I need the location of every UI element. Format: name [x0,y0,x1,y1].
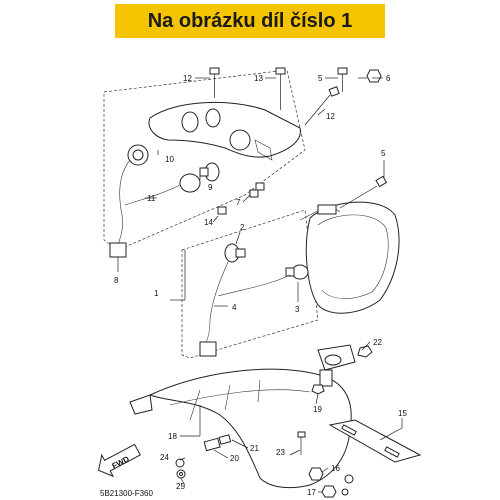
leader-lines [117,77,403,493]
reflector-20 [203,434,232,452]
callout-5-side: 5 [381,149,386,158]
bracket-hole-left [181,111,199,133]
callout-2: 2 [240,223,245,232]
fwd-arrow-icon [98,443,141,478]
license-bracket-15 [328,419,422,463]
washer-24 [175,458,185,468]
license-light-22 [317,344,356,387]
callout-23: 23 [276,448,285,457]
callout-1: 1 [154,289,159,298]
washer-near-16 [344,474,354,484]
grommet-7 [249,189,259,198]
grommet-14 [217,206,227,215]
callout-21: 21 [250,444,259,453]
callout-24: 24 [160,453,169,462]
callout-25: 25 [176,482,185,491]
callout-15: 15 [398,409,407,418]
bulb-3 [285,264,309,280]
callout-3: 3 [295,305,300,314]
callout-16: 16 [331,464,340,473]
connector-box [199,341,217,357]
callout-17: 17 [307,488,316,497]
bracket-tab [254,139,273,161]
tail-lamp-housing [305,201,400,314]
connector-8-box [109,242,127,258]
callout-6: 6 [386,74,391,83]
callout-4: 4 [232,303,237,312]
rear-fender [148,368,352,489]
part-number-banner: Na obrázku díl číslo 1 [115,4,385,38]
bulb-socket-11 [179,173,201,193]
bolt-23 [297,431,306,455]
callout-11: 11 [147,194,156,203]
callout-22: 22 [373,338,382,347]
callout-7: 7 [236,198,241,207]
lamp-mount-tab [317,204,337,215]
nut-6 [366,69,382,83]
callout-18: 18 [168,432,177,441]
callout-5-top: 5 [318,74,323,83]
callout-9: 9 [208,183,213,192]
callout-14: 14 [204,218,213,227]
bolt-12-top [209,67,220,98]
bracket-socket [229,129,251,151]
callout-20: 20 [230,454,239,463]
callout-12-side: 12 [326,112,335,121]
nut-19 [311,384,325,395]
washer-near-17 [341,488,349,496]
bulb-9 [199,162,220,182]
wire-harness-11 [117,159,131,246]
signal-bracket [148,101,301,158]
callout-8: 8 [114,276,119,285]
bolt-13-top [275,67,286,110]
bolt-12-side [304,86,340,126]
upper-assembly-outline [103,69,306,251]
callout-13: 13 [254,74,263,83]
bulb-2 [224,243,246,263]
bolt-5-side [339,175,388,209]
callout-19: 19 [313,405,322,414]
callout-labels: 1 2 3 4 5 5 6 7 8 9 10 11 12 12 13 14 15… [114,74,407,497]
fender-tab [129,394,153,415]
bracket-hole-mid [205,108,221,128]
wire-harness-4 [205,261,229,344]
callout-12-top: 12 [183,74,192,83]
lower-assembly-outline [181,209,319,359]
screw-22 [357,345,373,358]
nut-16 [308,467,324,481]
nut-17 [321,485,337,498]
drawing-code: 5B21300-F360 [100,489,153,498]
nut-25 [176,469,186,479]
bolt-5-top [337,67,348,92]
callout-10: 10 [165,155,174,164]
